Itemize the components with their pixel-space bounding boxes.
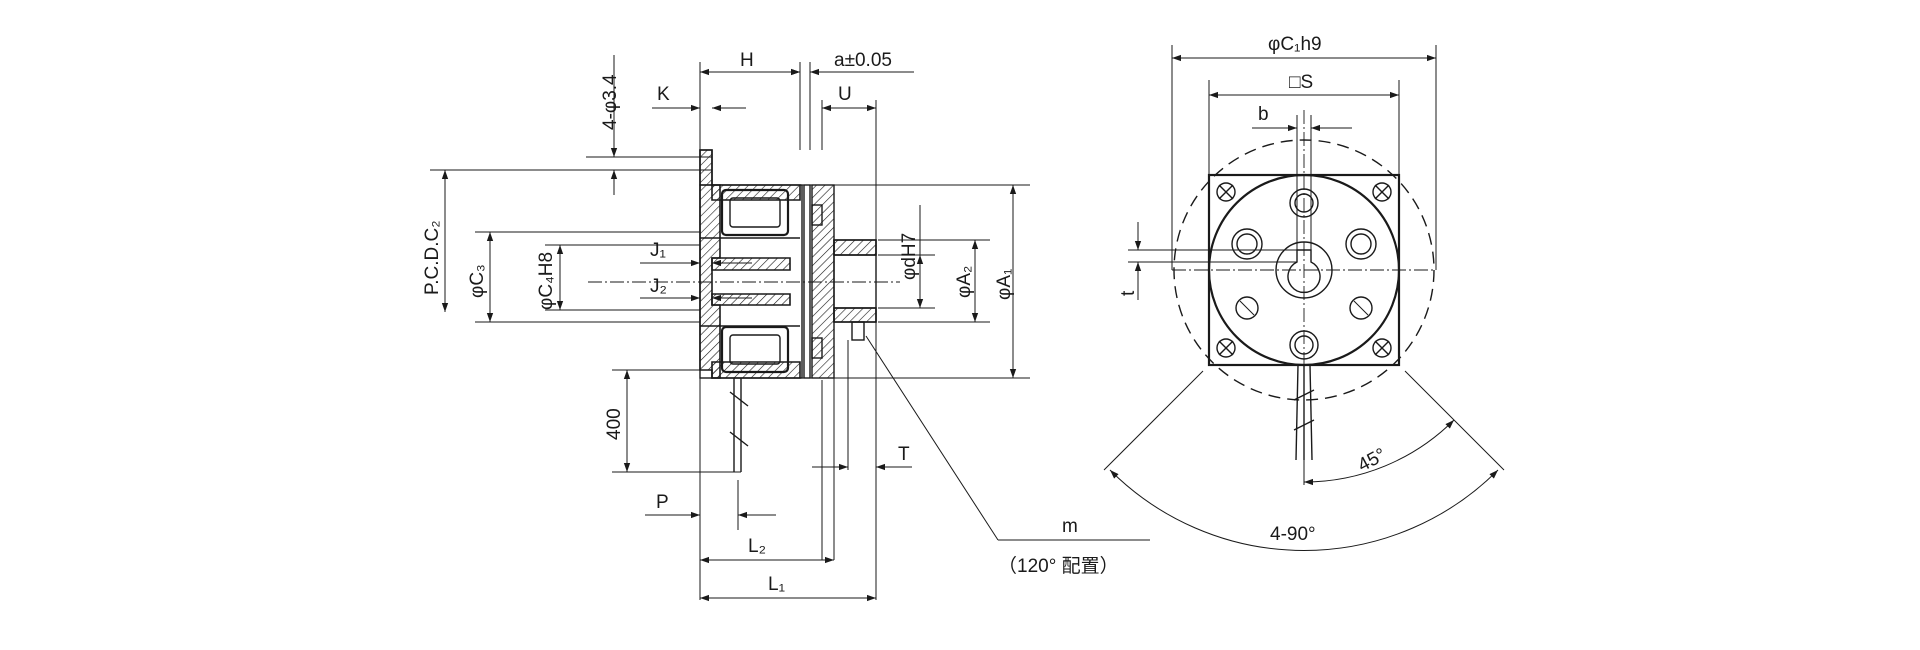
bolt-head-top [1289, 188, 1319, 218]
coil-bottom [720, 325, 790, 374]
bolt-circle [1173, 139, 1435, 401]
bore-outer [1275, 241, 1333, 299]
label-H: H [740, 50, 754, 71]
label-phi-c4h8: φC₄H8 [536, 252, 557, 310]
label-P: P [656, 492, 669, 513]
bolt-head-upper-left [1231, 228, 1263, 260]
corner-hole-tr [1372, 182, 1392, 202]
label-K: K [657, 84, 670, 105]
label-m: m [1062, 516, 1078, 537]
label-a-tolerance: a±0.05 [834, 50, 892, 71]
bolt-head-upper-right [1345, 228, 1377, 260]
front-view: φC₁h9 □S b t 45° 4-90° [1103, 34, 1505, 552]
label-b: b [1258, 104, 1269, 125]
corner-hole-br [1372, 338, 1392, 358]
label-L1: L₁ [768, 574, 785, 595]
label-45-deg: 45° [1354, 444, 1389, 476]
label-120-note: （120° 配置） [998, 555, 1119, 577]
coil-bottom-inner [729, 334, 781, 365]
label-pcd-c2: P.C.D.C₂ [422, 220, 443, 295]
bolt-head-lower-right [1349, 296, 1373, 320]
label-phi-c1h9: φC₁h9 [1268, 34, 1322, 55]
label-T: T [898, 444, 910, 465]
label-phi-dh7: φdH7 [899, 233, 920, 280]
label-phi-c3: φC₃ [467, 264, 488, 298]
label-J2: J₂ [650, 276, 667, 297]
label-J1: J₁ [650, 240, 666, 261]
armature-plate [803, 184, 811, 379]
arc-45 [1303, 419, 1455, 486]
armature-disc [811, 184, 835, 379]
side-view: 4-φ3.4 H a±0.05 K U P.C.D.C₂ φC₃ φC₄H8 J… [422, 50, 1150, 602]
label-4-phi-3-4: 4-φ3.4 [600, 74, 621, 130]
radial-line-right [1404, 370, 1505, 471]
label-t: t [1118, 290, 1139, 296]
label-4-90-deg: 4-90° [1270, 524, 1316, 545]
coil-top [720, 188, 790, 237]
set-screw [851, 321, 865, 341]
label-phi-a2: φA₂ [954, 266, 975, 298]
corner-hole-tl [1216, 182, 1236, 202]
leader-m [865, 335, 999, 541]
output-hub [833, 239, 877, 323]
arc-4-90 [1109, 469, 1499, 552]
bolt-head-lower-left [1235, 296, 1259, 320]
bolt-head-bottom [1289, 330, 1319, 360]
corner-hole-bl [1216, 338, 1236, 358]
bore-keyway [1287, 249, 1321, 294]
label-U: U [838, 84, 852, 105]
radial-line-left [1103, 370, 1204, 471]
label-square-s: □S [1289, 72, 1313, 93]
coil-top-inner [729, 197, 781, 228]
label-400: 400 [604, 408, 625, 440]
label-L2: L₂ [748, 536, 766, 557]
label-phi-a1: φA₁ [994, 269, 1015, 300]
